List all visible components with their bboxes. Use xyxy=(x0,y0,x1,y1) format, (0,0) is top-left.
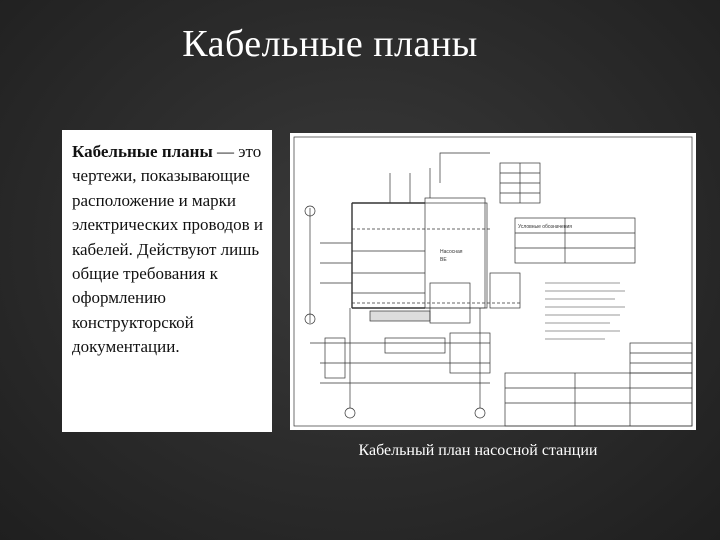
definition-panel: Кабельные планы — это чертежи, показываю… xyxy=(62,130,272,432)
cable-plan-svg: Условные обозначения Насосная ВЕ xyxy=(293,136,693,427)
cable-plan-drawing: Условные обозначения Насосная ВЕ xyxy=(290,133,696,430)
image-caption: Кабельный план насосной станции xyxy=(358,442,598,459)
room-label-1: Насосная xyxy=(440,249,463,255)
slide-title: Кабельные планы xyxy=(182,23,478,65)
definition-text: Кабельные планы — это чертежи, показываю… xyxy=(72,140,268,360)
building-outline xyxy=(351,202,488,309)
definition-body: — это чертежи, показывающие расположение… xyxy=(72,142,264,357)
legend-title: Условные обозначения xyxy=(518,224,572,230)
definition-term: Кабельные планы xyxy=(72,142,213,161)
room-label-2: ВЕ xyxy=(440,257,447,263)
drawing-frame xyxy=(293,136,693,427)
